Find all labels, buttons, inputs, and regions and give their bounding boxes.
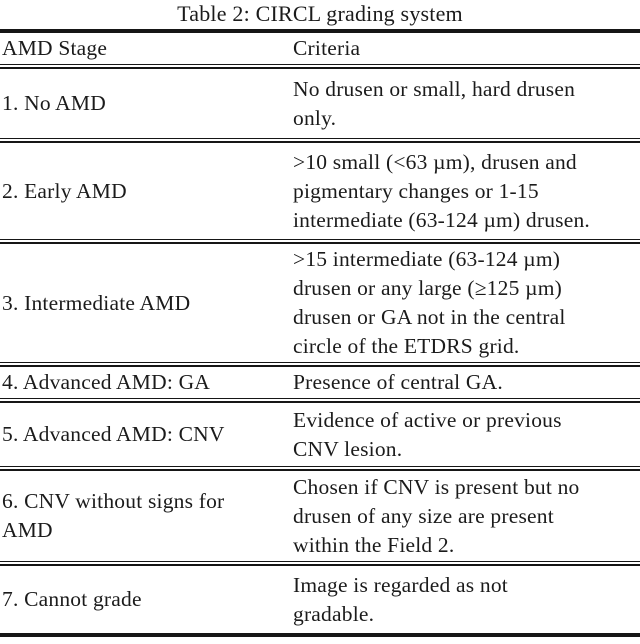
table-top-rule [0,29,640,33]
table-bottom-rule [0,633,640,637]
criteria-cell: >10 small (<63 µm), drusen and pigmentar… [293,149,591,232]
header-divider-rule [0,64,640,69]
table-header-row: AMD Stage Criteria [0,33,640,64]
table-row: 1. No AMD No drusen or small, hard druse… [0,69,640,138]
stage-cell: 1. No AMD [2,91,106,115]
criteria-cell: Chosen if CNV is present but no drusen o… [293,474,580,557]
table-row: 2. Early AMD >10 small (<63 µm), drusen … [0,143,640,239]
stage-cell: 3. Intermediate AMD [2,290,191,315]
table-row: 4. Advanced AMD: GA Presence of central … [0,367,640,398]
table-row: 7. Cannot grade Image is regarded as not… [0,566,640,633]
row-divider-rule [0,466,640,471]
table-row: 5. Advanced AMD: CNV Evidence of active … [0,403,640,466]
column-header-amd-stage: AMD Stage [2,36,108,60]
row-divider-rule [0,362,640,367]
criteria-cell: Evidence of active or previous CNV lesio… [293,407,562,461]
criteria-cell: >15 intermediate (63-124 µm) drusen or a… [293,247,566,358]
criteria-cell: Presence of central GA. [293,370,503,394]
stage-cell: 2. Early AMD [2,178,127,203]
row-divider-rule [0,561,640,566]
table-caption: Table 2: CIRCL grading system [177,1,463,26]
stage-cell: 7. Cannot grade [2,587,142,611]
criteria-cell: Image is regarded as not gradable. [293,572,508,626]
stage-cell: 4. Advanced AMD: GA [2,370,211,394]
stage-cell: 6. CNV without signs for AMD [2,489,225,542]
table-row: 3. Intermediate AMD >15 intermediate (63… [0,244,640,362]
row-divider-rule [0,239,640,244]
row-divider-rule [0,138,640,143]
row-divider-rule [0,398,640,403]
stage-cell: 5. Advanced AMD: CNV [2,422,225,446]
table-row: 6. CNV without signs for AMD Chosen if C… [0,471,640,561]
criteria-cell: No drusen or small, hard drusen only. [293,76,576,130]
column-header-criteria: Criteria [293,36,361,60]
